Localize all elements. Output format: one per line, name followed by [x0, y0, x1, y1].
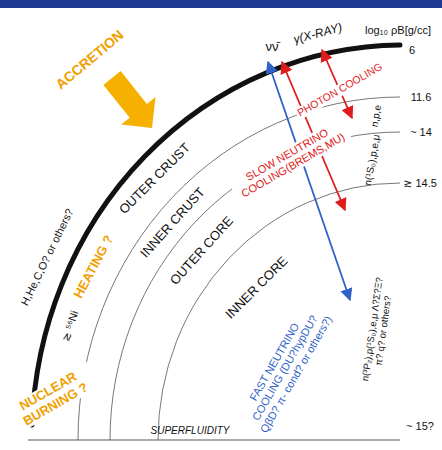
- axis-label: log₁₀ ρB[g/cc]: [365, 24, 431, 36]
- composition-label: ≳ ⁵⁶Ni: [59, 309, 81, 343]
- layer-label: INNER CORE: [223, 254, 291, 322]
- burning-label: NUCLEAR BURNING ?: [3, 361, 101, 434]
- density-value: 6: [409, 44, 415, 56]
- density-value: 11.6: [411, 91, 432, 103]
- crust-boundary: [78, 97, 400, 440]
- neutrino-label: νν̄: [266, 40, 279, 55]
- envelope-label: H,He,C,O? or others?: [18, 206, 76, 307]
- density-value: ≳ 14.5: [403, 177, 437, 189]
- cooling-label: SLOW NEUTRINO COOLING(BREMS,MU): [228, 117, 352, 203]
- density-value: ~ 15?: [406, 420, 434, 432]
- cooling-label: FAST NEUTRINO COOLING (DU?hypDU?QβD? π- …: [234, 298, 336, 438]
- core-boundary: [158, 183, 400, 440]
- photon-label: γ(X-RAY): [292, 21, 344, 47]
- composition-label: n,p,e: [369, 104, 384, 128]
- header-bar: [0, 0, 442, 8]
- composition-label: n(³P₂),p(¹S₀),e,μ Λ?Σ?Ξ?π? q? or others?: [360, 273, 397, 387]
- composition-label: n(¹S₀),p,e,μ: [362, 134, 382, 187]
- superfluidity-label: SUPERFLUIDITY: [151, 425, 230, 436]
- accretion-arrow: [103, 71, 155, 128]
- density-value: ~ 14: [410, 126, 432, 138]
- superfluidity-line: [28, 440, 400, 441]
